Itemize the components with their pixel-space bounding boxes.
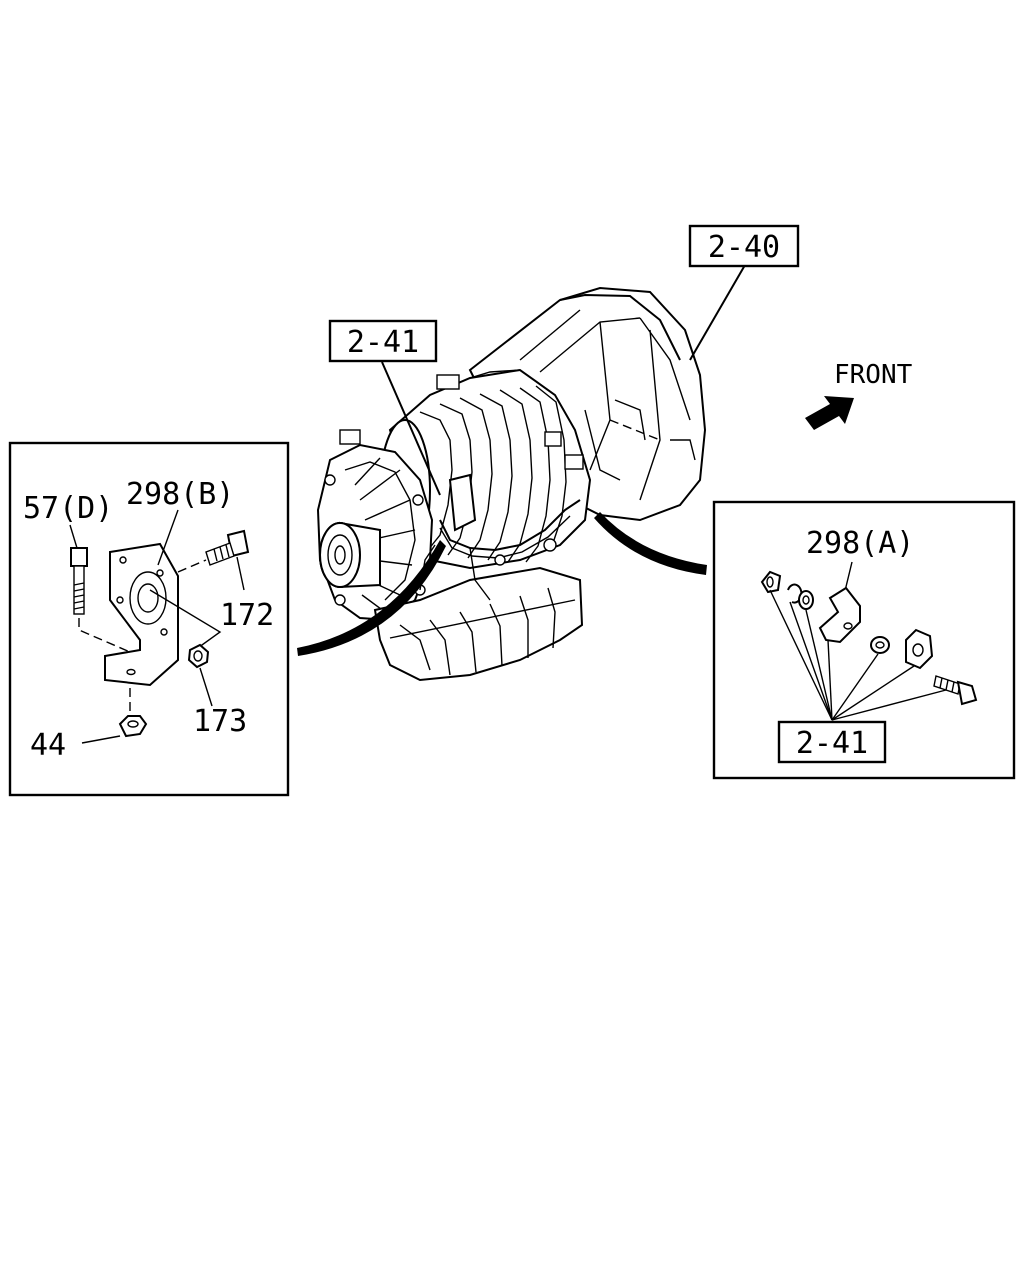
leader-57d (69, 524, 78, 549)
callout-2-41-inset-text: 2-41 (796, 726, 868, 761)
bracket-298a (818, 586, 861, 644)
bolt-57d (70, 547, 88, 615)
label-173: 173 (193, 704, 247, 739)
front-label: FRONT (834, 360, 913, 390)
label-44: 44 (30, 728, 66, 763)
label-57d: 57(D) (23, 491, 113, 526)
nut-173 (187, 643, 210, 669)
leader-fan-2-41 (769, 589, 947, 721)
left-inset-panel: 57(D) 298(B) 172 173 44 (8, 441, 290, 797)
detail-arrow-right (594, 512, 707, 575)
callout-2-40-text: 2-40 (708, 230, 780, 265)
leader-172 (236, 556, 245, 591)
callout-2-41-top-text: 2-41 (347, 325, 419, 360)
front-arrow-icon (805, 396, 854, 430)
washer-set (760, 570, 814, 610)
callout-2-41-top: 2-41 (328, 319, 438, 363)
right-inset-panel: 298(A) (712, 500, 1016, 780)
output-housing (316, 443, 434, 622)
harness-routing (419, 473, 581, 601)
label-298b: 298(B) (126, 477, 234, 512)
screw-172 (177, 529, 250, 573)
leader-2-40 (689, 264, 746, 361)
label-298a: 298(A) (806, 526, 914, 561)
callout-2-40: 2-40 (688, 224, 800, 268)
flat-washer-hole (875, 641, 885, 649)
nut-44 (118, 688, 148, 738)
leader-44 (81, 735, 121, 744)
bracket-298b (104, 542, 222, 687)
leader-2-41-top (381, 361, 441, 496)
leader-173 (199, 667, 213, 707)
clip-clamp (905, 628, 934, 670)
transmission-assembly (297, 264, 746, 682)
oil-pan (373, 566, 584, 682)
flange-bolt (933, 675, 978, 706)
callout-2-41-inset (777, 720, 887, 764)
front-indicator: FRONT (805, 360, 913, 430)
leader-298b (157, 509, 179, 566)
label-172: 172 (220, 598, 274, 633)
